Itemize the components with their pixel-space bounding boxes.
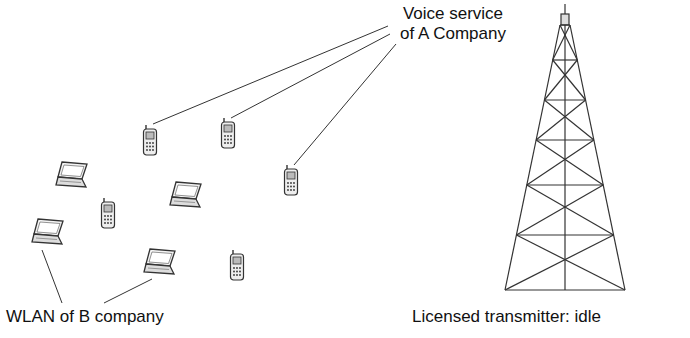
laptop-icon	[32, 219, 63, 244]
status-label: Licensed transmitter: idle	[412, 307, 601, 327]
phone-icon	[102, 198, 115, 228]
phone-icon	[231, 250, 244, 280]
laptop-icon	[144, 249, 175, 274]
phone-icon	[144, 125, 157, 155]
laptop-icon	[170, 182, 201, 207]
phone-icon	[222, 118, 235, 148]
leader-line	[104, 279, 152, 303]
transmitter-tower	[505, 4, 625, 290]
phone-icon	[285, 165, 298, 195]
leader-line	[231, 34, 390, 118]
group-label: WLAN of B company	[6, 307, 164, 327]
group-label: Voice service of A Company	[394, 4, 512, 44]
leader-line	[294, 44, 396, 165]
laptop-icon	[56, 162, 87, 187]
leader-line	[153, 26, 388, 124]
leader-line	[42, 250, 62, 303]
